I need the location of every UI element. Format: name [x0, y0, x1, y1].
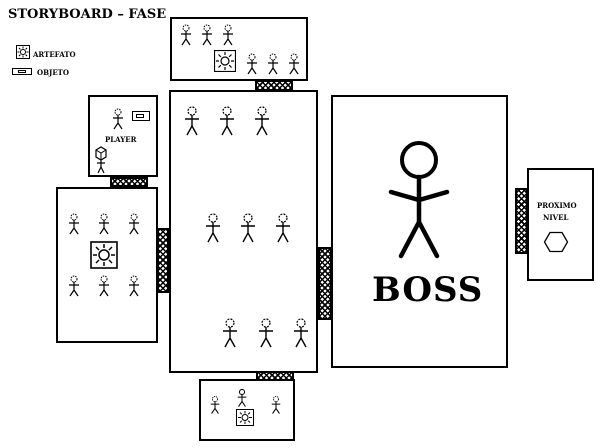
enemy-figure: [185, 106, 199, 136]
enemy-figure: [241, 213, 255, 243]
door-boss: [318, 247, 332, 320]
hexagon-portal-icon: [543, 231, 569, 253]
enemy-figure: [206, 213, 220, 243]
door-exit: [515, 188, 528, 254]
door-bottom: [256, 371, 294, 381]
page-title: STORYBOARD – FASE: [8, 7, 167, 22]
enemy-figure: [289, 53, 299, 75]
boss-room: [331, 95, 508, 368]
enemy-figure: [202, 24, 212, 46]
enemy-figure: [129, 275, 139, 297]
artifact-icon: [90, 241, 118, 269]
boss-figure: [388, 141, 450, 259]
exit-label-line2: NIVEL: [543, 213, 569, 222]
door-top: [255, 80, 293, 91]
enemy-figure: [223, 318, 237, 348]
object-item: [132, 111, 150, 121]
exit-room: [527, 168, 594, 281]
enemy-figure: [99, 275, 109, 297]
top-room: [170, 17, 308, 81]
enemy-figure: [294, 318, 308, 348]
door-left: [157, 228, 169, 293]
boss-label: BOSS: [372, 270, 484, 310]
enemy-figure: [276, 213, 290, 243]
player-figure: [113, 108, 123, 130]
enemy-figure: [247, 53, 257, 75]
enemy-figure: [69, 213, 79, 235]
object-icon: [12, 68, 32, 75]
enemy-figure: [69, 275, 79, 297]
central-room: [169, 90, 318, 373]
enemy-figure: [255, 106, 269, 136]
enemy-figure: [271, 396, 281, 414]
artifact-icon: [214, 50, 236, 72]
enemy-figure: [259, 318, 273, 348]
enemy-figure: [99, 213, 109, 235]
legend-object-label: OBJETO: [37, 68, 69, 77]
exit-label-line1: PROXIMO: [537, 201, 577, 210]
artifact-icon: [236, 409, 254, 426]
enemy-figure: [268, 53, 278, 75]
enemy-figure: [223, 24, 233, 46]
enemy-figure: [220, 106, 234, 136]
enemy-figure: [210, 396, 220, 414]
player-label: PLAYER: [105, 135, 137, 144]
armored-player-figure: [95, 146, 107, 174]
player-figure: [237, 388, 247, 407]
enemy-figure: [181, 24, 191, 46]
player-room: [88, 95, 158, 177]
artifact-icon: [16, 45, 30, 59]
enemy-figure: [129, 213, 139, 235]
legend-artifact-label: ARTEFATO: [33, 50, 76, 59]
door-player: [110, 177, 148, 187]
